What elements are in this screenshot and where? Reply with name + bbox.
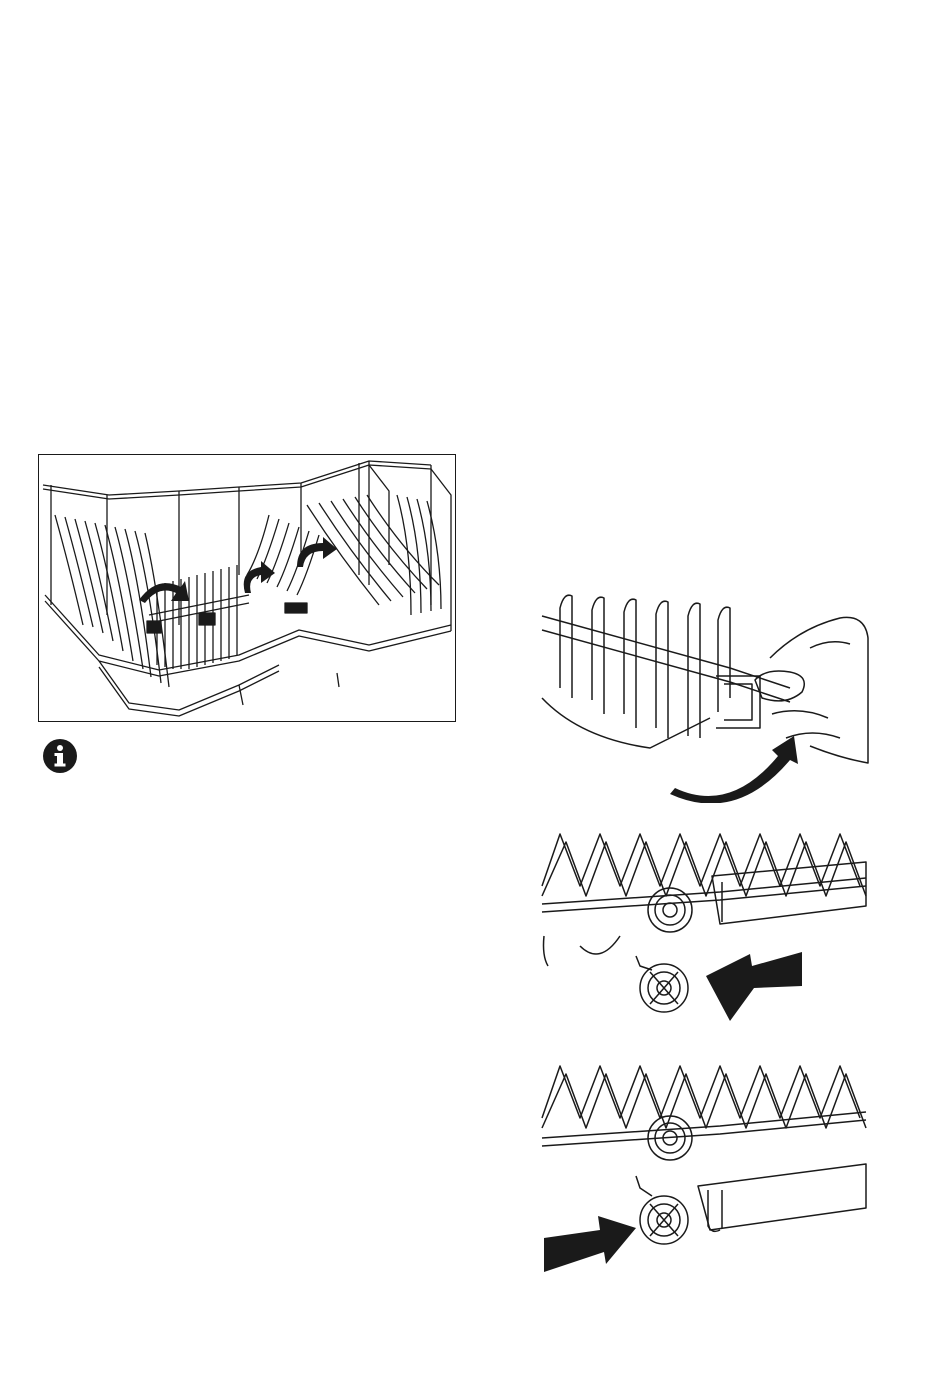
wheel-removal-illustration <box>540 826 870 1026</box>
info-icon <box>42 738 78 774</box>
rack-illustration <box>38 454 456 722</box>
dish-rack-icon <box>39 455 454 720</box>
wheel-insertion-illustration <box>540 1058 870 1283</box>
handle-release-illustration <box>540 588 870 803</box>
